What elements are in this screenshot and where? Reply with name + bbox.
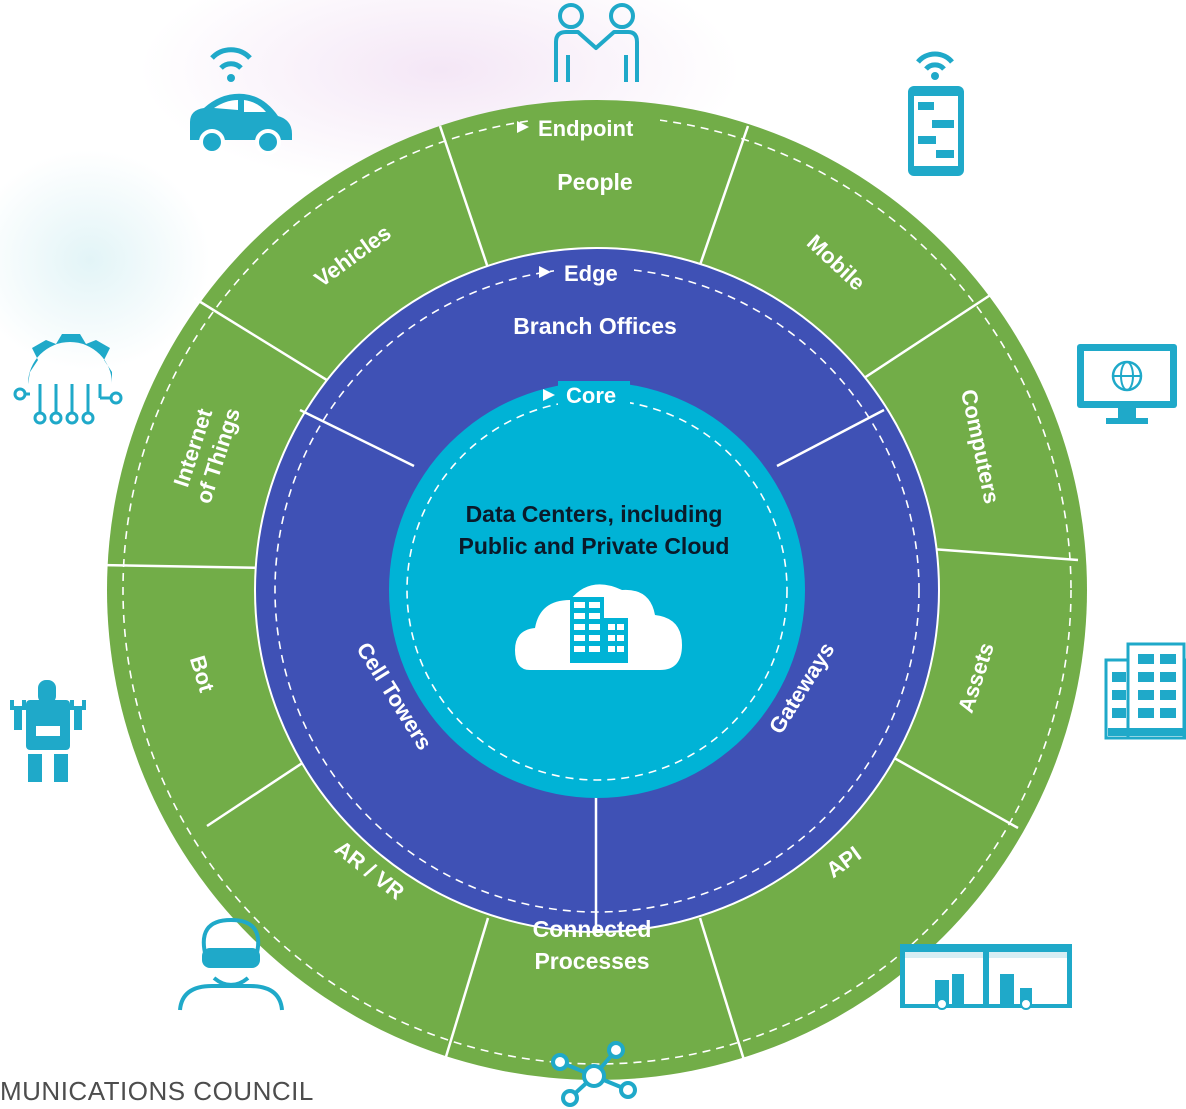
office-building-icon — [1104, 642, 1186, 740]
connected-car-icon — [190, 47, 292, 155]
gear-circuit-icon — [13, 334, 123, 425]
browser-windows-icon — [900, 944, 1072, 1010]
cloud-datacenter-icon — [515, 584, 682, 670]
segment-branch-offices-label: Branch Offices — [513, 313, 677, 339]
edge-ring-border — [254, 247, 940, 933]
network-nodes-icon — [551, 1041, 637, 1107]
edge-title: Edge — [564, 261, 618, 286]
monitor-globe-icon — [1077, 344, 1177, 424]
footer-organization-text: MUNICATIONS COUNCIL — [0, 1076, 314, 1106]
vr-headset-user-icon — [178, 917, 284, 1011]
core-title-plate — [558, 381, 630, 409]
segment-people-label: People — [557, 169, 632, 195]
handshake-people-icon — [554, 3, 639, 82]
robot-icon — [10, 680, 86, 782]
ring-arrows — [517, 121, 555, 401]
segment-connected-label-line2: Processes — [534, 948, 649, 974]
endpoint-title-plate — [532, 113, 660, 141]
endpoint-dividers — [97, 125, 1079, 1061]
core-caption-line1: Data Centers, including — [466, 501, 723, 527]
endpoint-title: Endpoint — [538, 116, 634, 141]
background-glow — [0, 150, 210, 370]
segment-connected-label-line1: Connected — [533, 916, 652, 942]
edge-title-plate — [554, 258, 634, 286]
core-dashed-track — [406, 399, 788, 781]
core-caption-line2: Public and Private Cloud — [459, 533, 730, 559]
mobile-wifi-icon — [908, 51, 964, 176]
core-title: Core — [566, 383, 616, 408]
